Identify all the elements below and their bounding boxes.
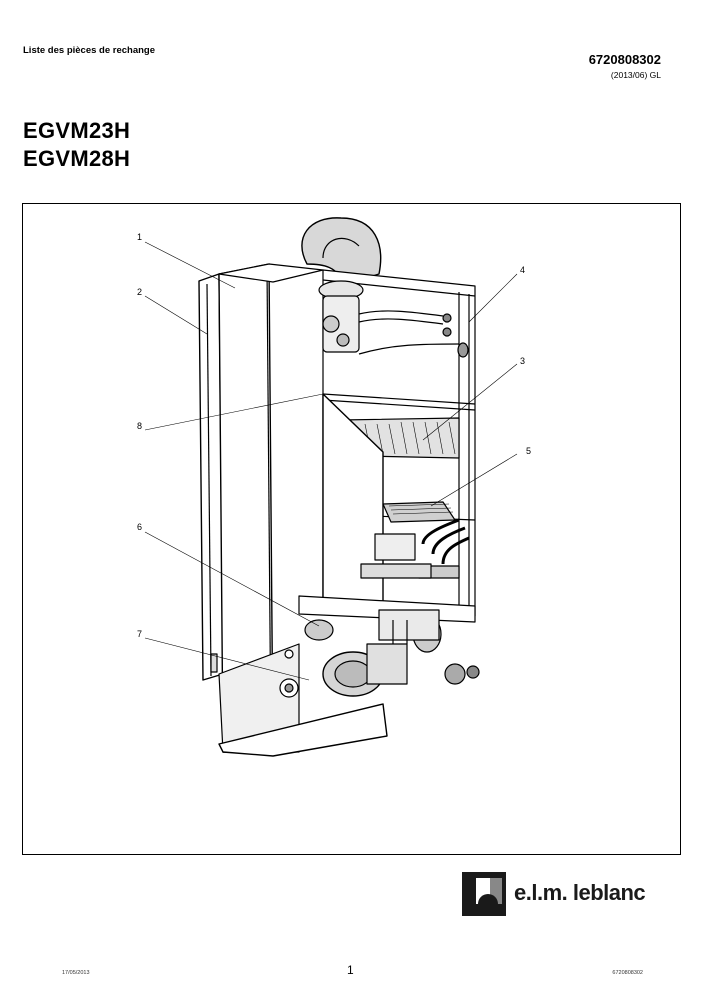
footer-date: 17/05/2013 bbox=[62, 970, 90, 976]
model-title-1: EGVM23H bbox=[23, 118, 131, 143]
callout-3: 3 bbox=[520, 356, 526, 366]
callout-2: 2 bbox=[137, 287, 143, 297]
document-revision: (2013/06) GL bbox=[610, 70, 661, 80]
model-title-2: EGVM28H bbox=[23, 146, 131, 171]
boiler-illustration bbox=[144, 217, 518, 757]
document-label: Liste des pièces de rechange bbox=[23, 45, 156, 56]
brand-logo-mark bbox=[462, 872, 506, 916]
exploded-view-frame: 1 2 3 4 5 6 7 8 bbox=[22, 203, 681, 855]
brand-logo: e.l.m. leblanc bbox=[462, 872, 662, 918]
document-number: 6720808302 bbox=[588, 52, 661, 67]
callout-7: 7 bbox=[137, 629, 143, 639]
callout-8: 8 bbox=[137, 421, 143, 431]
callout-1: 1 bbox=[137, 232, 143, 242]
callout-6: 6 bbox=[137, 522, 143, 532]
brand-logo-text: e.l.m. leblanc bbox=[514, 880, 646, 905]
callout-5: 5 bbox=[526, 446, 532, 456]
footer-reference: 6720808302 bbox=[612, 970, 643, 976]
page-number: 1 bbox=[347, 963, 354, 977]
callout-4: 4 bbox=[520, 265, 526, 275]
